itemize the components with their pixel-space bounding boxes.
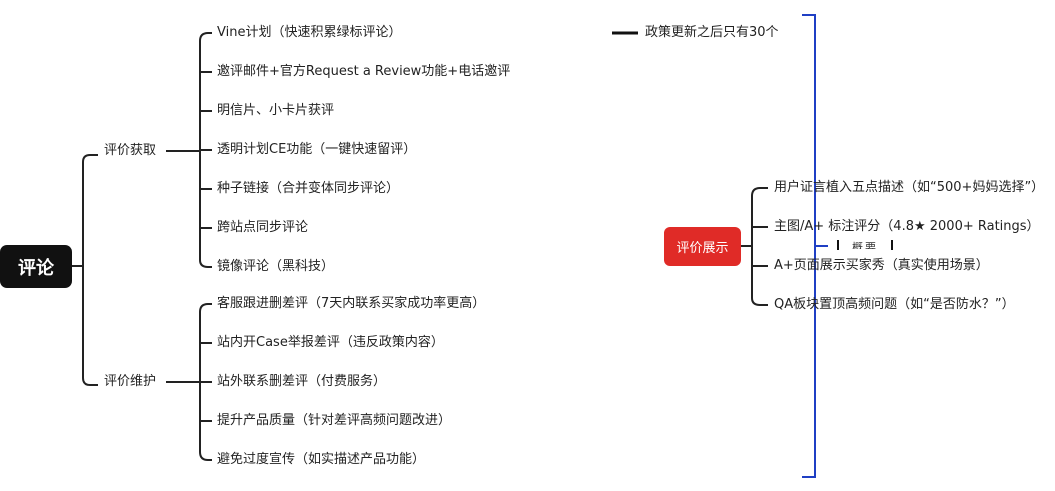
branch-review-acquisition[interactable]: 评价获取 <box>104 143 157 158</box>
root-label: 评论 <box>18 257 54 279</box>
leaf-improve-quality[interactable]: 提升产品质量（针对差评高频问题改进） <box>217 413 452 428</box>
leaf-open-case-report[interactable]: 站内开Case举报差评（违反政策内容） <box>217 335 444 350</box>
leaf-cross-site-sync[interactable]: 跨站点同步评论 <box>217 220 309 235</box>
display-bracket <box>751 187 768 306</box>
leaf-offsite-removal[interactable]: 站外联系删差评（付费服务） <box>217 374 387 389</box>
leaf-cs-remove-negative[interactable]: 客服跟进删差评（7天内联系买家成功率更高） <box>217 296 486 311</box>
callout-policy-update[interactable]: 政策更新之后只有30个 <box>645 25 779 40</box>
leaf-avoid-overpromise[interactable]: 避免过度宣传（如实描述产品功能） <box>217 452 426 467</box>
root-to-acquisition <box>82 154 98 266</box>
leaf-testimonial-bullets[interactable]: 用户证言植入五点描述（如“500+妈妈选择”） <box>774 180 1045 195</box>
root-to-maintenance <box>82 266 98 386</box>
leaf-review-request-email[interactable]: 邀评邮件+官方Request a Review功能+电话邀评 <box>217 64 511 79</box>
summary-bracket <box>802 14 816 478</box>
leaf-qa-pinned[interactable]: QA板块置顶高频问题（如“是否防水？”） <box>774 297 1015 312</box>
branch-review-maintenance[interactable]: 评价维护 <box>104 374 157 389</box>
leaf-mirror-reviews[interactable]: 镜像评论（黑科技） <box>217 259 335 274</box>
root-node[interactable]: 评论 <box>0 245 72 288</box>
acq-bracket <box>199 32 212 268</box>
maint-bracket <box>199 303 212 461</box>
leaf-transparency-ce[interactable]: 透明计划CE功能（一键快速留评） <box>217 142 417 157</box>
display-node[interactable]: 评价展示 <box>664 227 741 266</box>
leaf-postcard-reviews[interactable]: 明信片、小卡片获评 <box>217 103 335 118</box>
leaf-buyer-show[interactable]: A+页面展示买家秀（真实使用场景） <box>774 258 989 273</box>
summary-marks <box>837 240 893 250</box>
summary-label[interactable]: 概要 <box>852 241 878 249</box>
display-branches <box>752 226 768 267</box>
display-node-label: 评价展示 <box>676 241 729 256</box>
leaf-rating-badge[interactable]: 主图/A+ 标注评分（4.8★ 2000+ Ratings） <box>774 219 1040 234</box>
leaf-seed-link[interactable]: 种子链接（合并变体同步评论） <box>217 181 400 196</box>
leaf-vine-program[interactable]: Vine计划（快速积累绿标评论） <box>217 25 402 40</box>
